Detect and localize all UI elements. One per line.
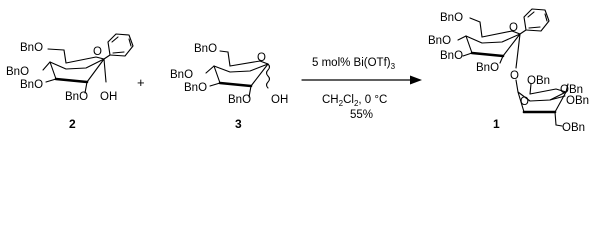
compound-1-label-4prime-obn: OBn bbox=[566, 95, 589, 107]
catalyst-subscript: 3 bbox=[391, 62, 396, 71]
solvent-text-2: Cl bbox=[343, 94, 354, 106]
solvent-subscript-2: 2 bbox=[354, 99, 359, 108]
compound-1-label-3prime-obn: OBn bbox=[560, 84, 583, 96]
compound-2-label-3-obn: BnO bbox=[20, 79, 43, 91]
plus-sign: + bbox=[137, 75, 145, 90]
temperature-text: , 0 °C bbox=[358, 94, 387, 106]
catalyst-text: 5 mol% Bi(OTf) bbox=[312, 57, 391, 69]
compound-3-label-ring-o: O bbox=[257, 52, 266, 64]
compound-1-label-2-obn: BnO bbox=[476, 62, 499, 74]
compound-2-number: 2 bbox=[69, 117, 76, 131]
catalyst-condition: 5 mol% Bi(OTf)3 bbox=[312, 57, 396, 71]
compound-1-label-6prime-obn: OBn bbox=[562, 122, 585, 134]
solvent-subscript-1: 2 bbox=[339, 99, 344, 108]
yield-condition: 55% bbox=[350, 109, 373, 121]
compound-2-structure bbox=[42, 33, 134, 94]
compound-3-number: 3 bbox=[235, 117, 242, 131]
compound-1-structure bbox=[457, 8, 569, 127]
compound-2-label-4-obn: BnO bbox=[6, 66, 29, 78]
compound-2-label-6-obn: BnO bbox=[20, 42, 43, 54]
reaction-arrow bbox=[301, 75, 422, 85]
compound-1-label-2prime-obn: OBn bbox=[527, 75, 550, 87]
compound-3-structure bbox=[205, 50, 271, 98]
compound-1-number: 1 bbox=[493, 117, 500, 131]
compound-3-label-2-obn: BnO bbox=[228, 94, 251, 106]
reaction-scheme: BnO BnO BnO BnO O OH 2 + BnO BnO BnO BnO… bbox=[6, 8, 589, 134]
compound-2-label-ring-o: O bbox=[93, 46, 102, 58]
compound-1-label-lower-ring-o: O bbox=[520, 96, 529, 108]
compound-1-label-4-obn: BnO bbox=[428, 35, 451, 47]
compound-3-label-6-obn: BnO bbox=[194, 43, 217, 55]
compound-2-label-oh: OH bbox=[100, 91, 117, 103]
compound-1-label-glycosidic-o: O bbox=[510, 70, 519, 82]
compound-1-label-6-obn: BnO bbox=[440, 12, 463, 24]
compound-3-label-4-obn: BnO bbox=[170, 69, 193, 81]
compound-1-label-3-obn: BnO bbox=[440, 50, 463, 62]
solvent-temperature-condition: CH2Cl2, 0 °C bbox=[322, 94, 387, 108]
compound-2-label-2-obn: BnO bbox=[65, 91, 88, 103]
compound-3-label-3-obn: BnO bbox=[184, 82, 207, 94]
solvent-text-1: CH bbox=[322, 94, 339, 106]
compound-1-label-upper-ring-o: O bbox=[509, 22, 518, 34]
compound-3-label-oh: OH bbox=[271, 94, 288, 106]
